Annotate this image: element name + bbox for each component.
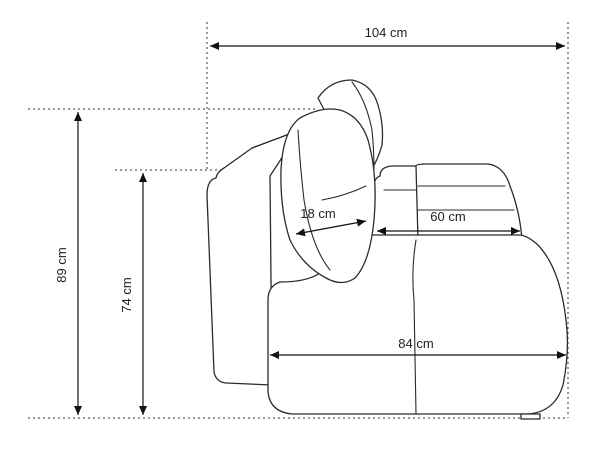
base-center-seam [412,239,417,415]
label-overall-height: 89 cm [54,247,69,282]
seat-cushion-rear [369,165,419,239]
back-pillow-front-seam [297,129,331,271]
label-seat-depth: 60 cm [430,209,465,224]
label-backrest-height: 74 cm [119,277,134,312]
back-pillow-front [280,108,376,284]
back-pillow-rear-seam [351,81,375,171]
dimension-lines [74,42,566,415]
label-overall-depth: 104 cm [365,25,408,40]
guide-lines [28,22,569,419]
label-pillow-thickness: 18 cm [300,206,335,221]
sofa-foot [520,413,541,420]
back-pillow-front-fold [321,185,367,201]
sofa-back-panel [206,129,301,386]
sofa-illustration [206,79,569,420]
dimension-labels: 104 cm 89 cm 74 cm 18 cm 60 cm 84 cm [54,25,466,351]
label-base-depth: 84 cm [398,336,433,351]
seat-cushion-front [415,163,523,241]
dim-line-pillow-thickness [295,218,367,237]
